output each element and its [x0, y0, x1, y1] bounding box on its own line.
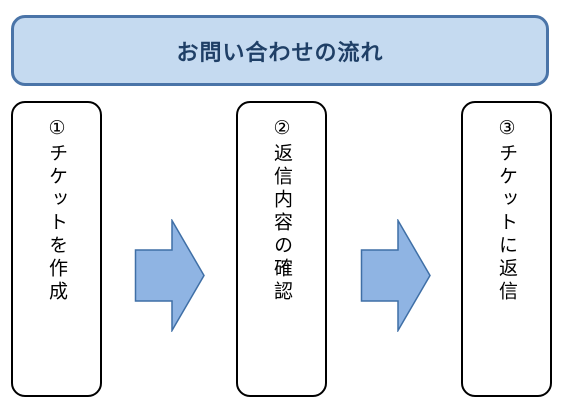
step-box-2: ②返信内容の確認	[236, 101, 327, 397]
step-2-label: ②返信内容の確認	[271, 117, 293, 304]
flow-title: お問い合わせの流れ	[176, 40, 384, 66]
step-1-label: ①チケットを作成	[46, 117, 68, 304]
right-arrow-icon	[134, 219, 206, 332]
step-box-3: ③チケットに返信	[461, 101, 552, 397]
right-arrow-icon	[360, 219, 432, 332]
step-3-label: ③チケットに返信	[496, 117, 518, 304]
flow-title-banner: お問い合わせの流れ	[11, 15, 549, 86]
step-box-1: ①チケットを作成	[11, 101, 102, 397]
